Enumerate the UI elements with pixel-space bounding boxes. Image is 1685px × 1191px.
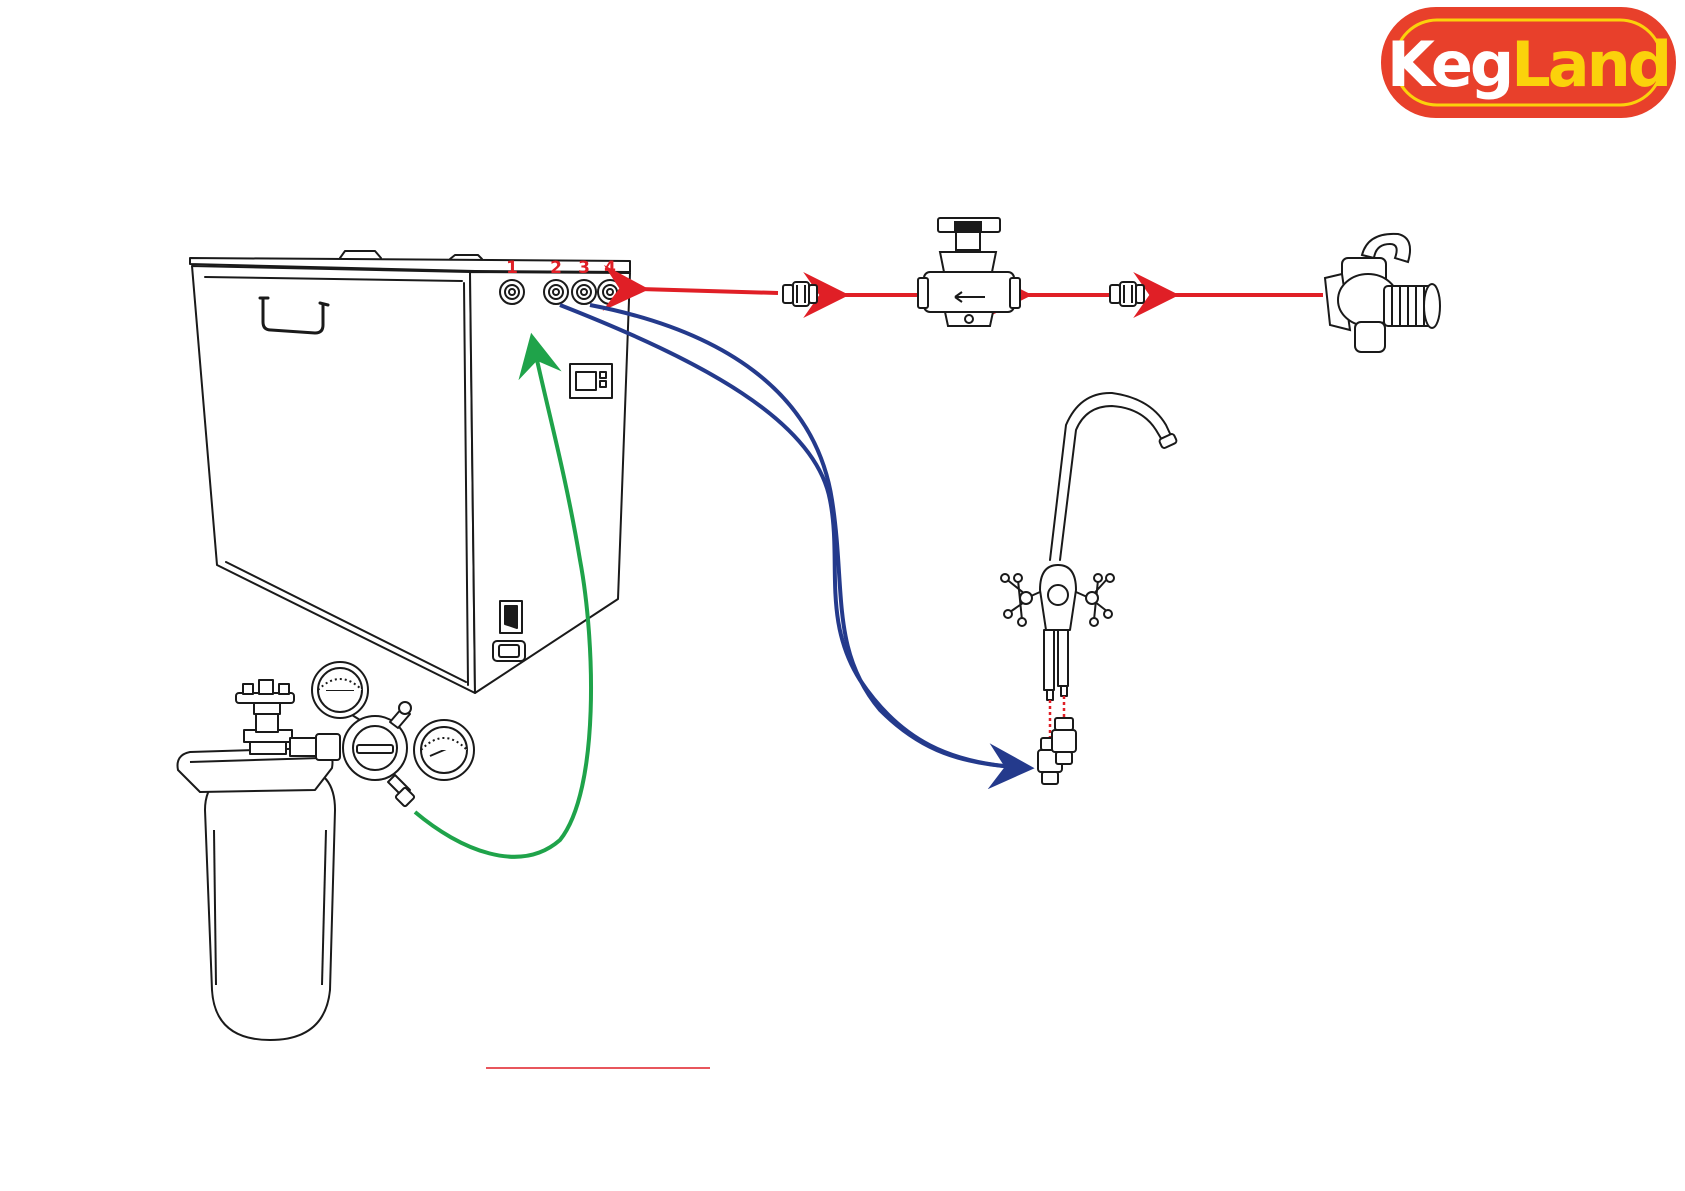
port-3 xyxy=(572,280,596,304)
logo-word-keg: Keg xyxy=(1387,28,1511,101)
logo-wordmark: KegLand xyxy=(1387,28,1669,101)
beverage-line-port-3 xyxy=(590,305,1030,768)
port-1 xyxy=(500,280,524,304)
port-4 xyxy=(598,280,622,304)
co2-cylinder-icon xyxy=(178,680,336,1040)
port-label-2: 2 xyxy=(550,258,562,278)
beverage-lines xyxy=(560,305,1030,768)
faucet-connectors xyxy=(1038,718,1076,784)
port-label-3: 3 xyxy=(578,258,590,278)
port-label-1: 1 xyxy=(506,258,518,278)
beverage-line-port-2 xyxy=(560,305,1030,768)
push-fit-connector-icon-2 xyxy=(1110,282,1144,306)
port-label-4: 4 xyxy=(604,258,616,278)
tap-shutoff-valve-icon xyxy=(1325,234,1440,352)
pressure-regulator-valve-icon xyxy=(918,218,1020,326)
supply-segment-4 xyxy=(640,289,778,293)
push-fit-connector-icon xyxy=(783,282,817,306)
logo-word-land: Land xyxy=(1511,28,1669,101)
port-2 xyxy=(544,280,568,304)
kegland-logo: KegLand xyxy=(1381,7,1676,118)
twin-handle-faucet-icon xyxy=(1001,393,1177,700)
box-ports xyxy=(500,280,622,304)
